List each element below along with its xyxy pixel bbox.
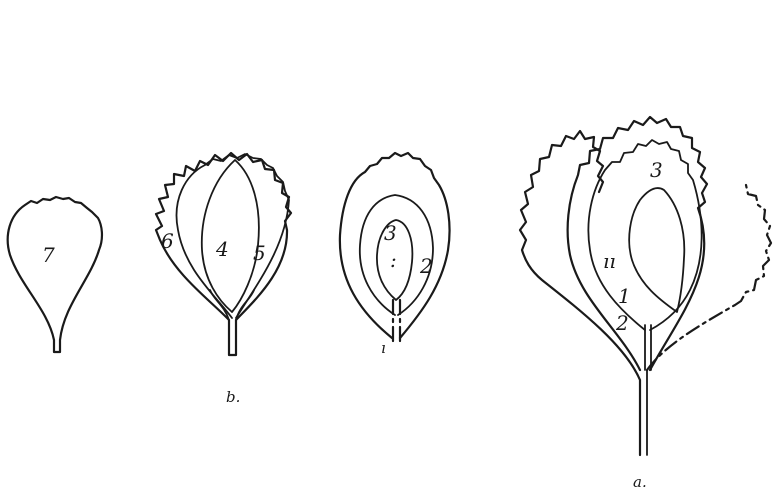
leaf-a-ii-outline bbox=[588, 140, 701, 330]
middle-label-2: 2 bbox=[419, 254, 433, 278]
leaf-group-a: 3 ıı 1 2 a. bbox=[520, 117, 771, 491]
leaf-a3-outline bbox=[629, 188, 684, 312]
leaf-7-outline bbox=[8, 197, 102, 352]
leaf-group-b: 6 4 5 b. bbox=[156, 153, 291, 406]
leaf-group-middle: 3 : 2 ı bbox=[340, 153, 450, 357]
leaf-7: 7 bbox=[8, 197, 102, 352]
leaf-4-label: 4 bbox=[215, 237, 229, 261]
caption-b: b. bbox=[226, 388, 240, 406]
leaf-a-ii-label: ıı bbox=[603, 249, 616, 273]
leaf-a-inner-stem bbox=[645, 325, 651, 370]
middle-label-colon: : bbox=[390, 248, 397, 272]
caption-a: a. bbox=[633, 473, 647, 491]
leaf-5-label: 5 bbox=[253, 241, 266, 265]
middle-stem bbox=[393, 300, 400, 345]
middle-label-3: 3 bbox=[384, 221, 397, 245]
leaf-6-label: 6 bbox=[161, 229, 174, 253]
leaf-7-label: 7 bbox=[42, 243, 55, 267]
leaf-a2-label: 2 bbox=[615, 311, 629, 335]
leaf-a1-label: 1 bbox=[618, 284, 631, 308]
leaf-a3-label: 3 bbox=[650, 158, 663, 182]
middle-stem-label: ı bbox=[381, 339, 386, 357]
leaf-5-outline bbox=[177, 154, 289, 318]
